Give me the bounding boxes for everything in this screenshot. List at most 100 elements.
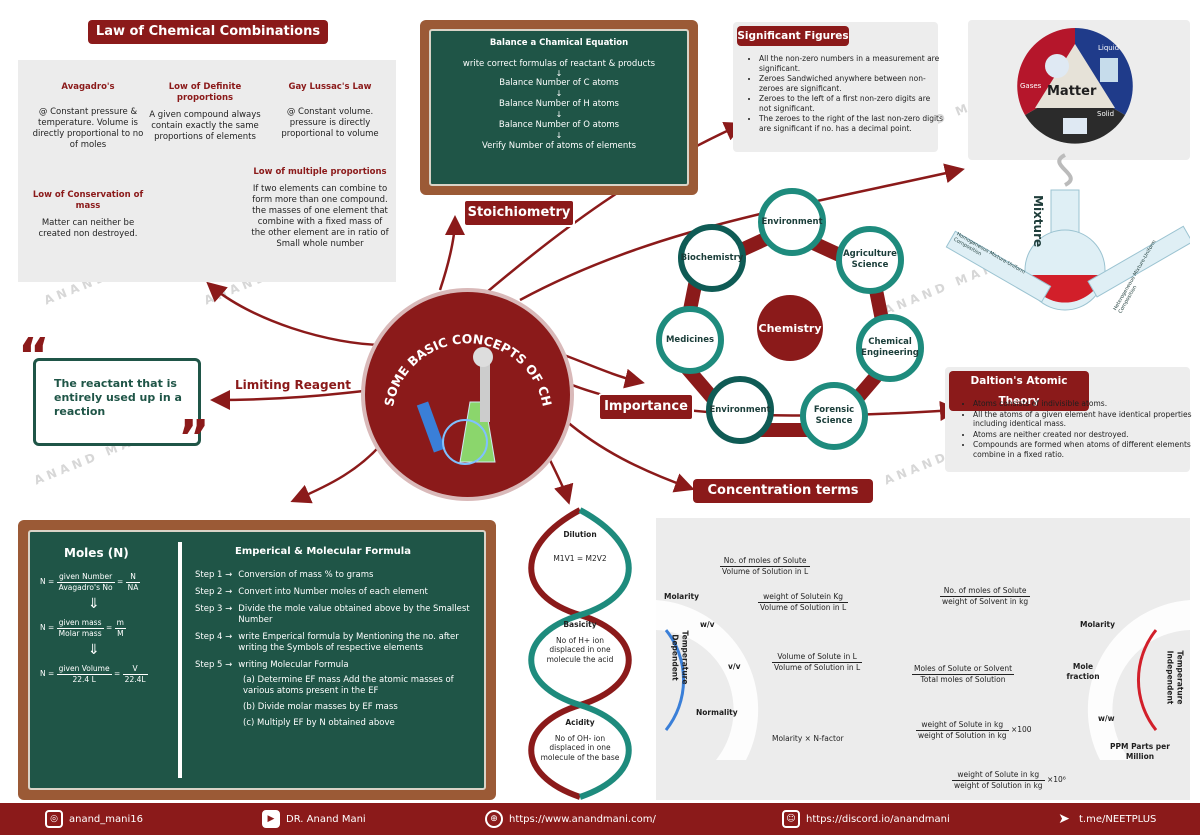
conc-molarity-left: Molarity: [664, 592, 699, 601]
sigfig-item: All the non-zero numbers in a measuremen…: [759, 54, 943, 73]
law-panel: [18, 60, 396, 282]
acidity-heading: Acidity: [565, 718, 595, 727]
center-circle: [365, 292, 570, 497]
footer-youtube-text: DR. Anand Mani: [286, 813, 366, 825]
conservation-heading: Low of Conservation of mass: [32, 190, 144, 211]
formula-lhs: N =: [40, 669, 55, 678]
down-arrow-icon: ⇓: [88, 642, 100, 658]
balance-board-inner: Balance a Chamical Equation write correc…: [429, 29, 689, 186]
formula-den: Volume of Solution in L: [774, 662, 861, 672]
footer-instagram[interactable]: ◎ anand_mani16: [45, 803, 143, 835]
formula-den: Total moles of Solution: [920, 674, 1006, 684]
formula-multiplier: ×100: [1010, 725, 1032, 734]
dilution-heading: Dilution: [563, 530, 597, 539]
svg-text:SOME BASIC CONCEPTS OF CHEMIST: SOME BASIC CONCEPTS OF CHEMISTRY: [365, 292, 555, 408]
formula-multiplier: ×10⁶: [1046, 775, 1066, 784]
conc-mole-fraction: Mole fraction: [1066, 662, 1100, 681]
balance-step: Balance Number of H atoms: [499, 99, 619, 109]
step-number: Step 2 →: [195, 587, 233, 597]
matter-solid-label: Solid: [1097, 110, 1115, 118]
formula-num: No. of moles of Solute: [720, 556, 811, 567]
importance-label: Importance: [598, 393, 694, 421]
wheel-node-agriculture: Agriculture Science: [836, 226, 904, 294]
footer-discord[interactable]: ☺ https://discord.io/anandmani: [782, 803, 950, 835]
footer-youtube[interactable]: ▶ DR. Anand Mani: [262, 803, 366, 835]
conc-formula-4: Molarity × N-factor: [772, 734, 844, 743]
balance-steps: write correct formulas of reactant & pro…: [445, 59, 673, 152]
formula-den: Volume of Solution in L: [722, 566, 809, 576]
sigfig-item: Zeroes to the left of a first non-zero d…: [759, 94, 943, 113]
conservation-text: Matter can neither be created non destro…: [38, 218, 138, 239]
balance-step: Balance Number of O atoms: [498, 120, 620, 130]
formula-num: given Volume: [56, 664, 112, 675]
discord-icon: ☺: [782, 810, 800, 828]
step-number: Step 1 →: [195, 570, 233, 580]
limiting-quote: The reactant that is entirely used up in…: [54, 377, 182, 418]
dilution-block: Dilution M1V1 = M2V2: [540, 530, 620, 563]
footer-website[interactable]: ⊕ https://www.anandmani.com/: [485, 803, 656, 835]
balance-step: Verify Number of atoms of elements: [481, 141, 637, 151]
formula-den: weight of Solution in kg: [954, 780, 1043, 790]
wheel-node-forensic: Forensic Science: [800, 382, 868, 450]
footer: ◎ anand_mani16 ▶ DR. Anand Mani ⊕ https:…: [0, 803, 1200, 835]
acidity-text: No of OH- ion displaced in one molecule …: [540, 733, 620, 762]
conc-temp-independent: Temperature Independent: [1166, 650, 1185, 705]
sub-step: (b) Divide molar masses by EF mass: [243, 702, 398, 712]
avogadro-text: @ Constant pressure & temperature. Volum…: [32, 107, 144, 150]
basicity-block: Basicity No of H+ ion displaced in one m…: [540, 620, 620, 664]
step-text: write Emperical formula by Mentioning th…: [238, 632, 459, 653]
formula-num: weight of Solutein Kg: [758, 592, 849, 603]
conc-normality: Normality: [696, 708, 738, 717]
avogadro-heading: Avagadro's: [61, 82, 115, 92]
dalton-item: All the atoms of a given element have id…: [973, 410, 1195, 429]
balance-board: Balance a Chamical Equation write correc…: [420, 20, 698, 195]
dalton-item: Compounds are formed when atoms of diffe…: [973, 440, 1195, 459]
footer-telegram[interactable]: ➤ t.me/NEETPLUS: [1055, 803, 1156, 835]
formula-num: Volume of Solute in L: [772, 652, 863, 663]
formula-den: 22.4L: [124, 674, 146, 684]
quote-close-icon: ”: [178, 410, 210, 466]
formula-den: weight of Solvent in kg: [942, 596, 1029, 606]
step-text: Divide the mole value obtained above by …: [238, 604, 470, 625]
gaylussac-heading: Gay Lussac's Law: [288, 82, 372, 92]
conc-wv: w/v: [700, 620, 715, 629]
wheel-node-engineering: Chemical Engineering: [856, 314, 924, 382]
wheel-node-medicines: Medicines: [656, 306, 724, 374]
sigfig-title: Significant Figures: [737, 26, 849, 46]
side-wave: [528, 507, 632, 800]
wheel-node-environment: Environment: [758, 188, 826, 256]
dalton-list: Atoms consists of indivisible atoms. All…: [963, 399, 1195, 460]
center-title: SOME BASIC CONCEPTS OF CHEMISTRY: [365, 292, 555, 408]
formula-den: 22.4 L: [72, 674, 96, 684]
wheel-center: Chemistry: [757, 295, 823, 361]
conc-temp-dependent: Temperature Dependent: [671, 630, 690, 685]
wheel-node-biochemistry: Biochemistry: [678, 224, 746, 292]
matter-center-label: Matter: [1047, 84, 1097, 99]
formula-num: No. of moles of Solute: [940, 586, 1031, 597]
formula-lhs: N =: [40, 577, 55, 586]
avogadro-block: Avagadro's @ Constant pressure & tempera…: [28, 82, 148, 151]
limiting-quote-box: The reactant that is entirely used up in…: [33, 358, 201, 446]
footer-website-text: https://www.anandmani.com/: [509, 813, 656, 825]
conc-ww: w/w: [1098, 714, 1115, 723]
concentration-label: Concentration terms: [693, 479, 873, 503]
step-text: Convert into Number moles of each elemen…: [238, 587, 428, 597]
dalton-title: Daltion's Atomic Theory: [949, 371, 1089, 411]
formula-num: V: [122, 664, 148, 675]
definite-block: Low of Definite proportions A given comp…: [140, 82, 270, 143]
balance-step: Balance Number of C atoms: [499, 78, 619, 88]
board-divider: [178, 542, 182, 778]
conservation-block: Low of Conservation of mass Matter can n…: [28, 190, 148, 240]
mixture-flask: [945, 153, 1190, 311]
multiple-text: If two elements can combine to form more…: [251, 184, 389, 249]
telegram-icon: ➤: [1058, 811, 1070, 827]
formula-lhs: N =: [40, 623, 55, 632]
sub-step: (a) Determine EF mass Add the atomic mas…: [243, 675, 454, 696]
basicity-heading: Basicity: [563, 620, 597, 629]
